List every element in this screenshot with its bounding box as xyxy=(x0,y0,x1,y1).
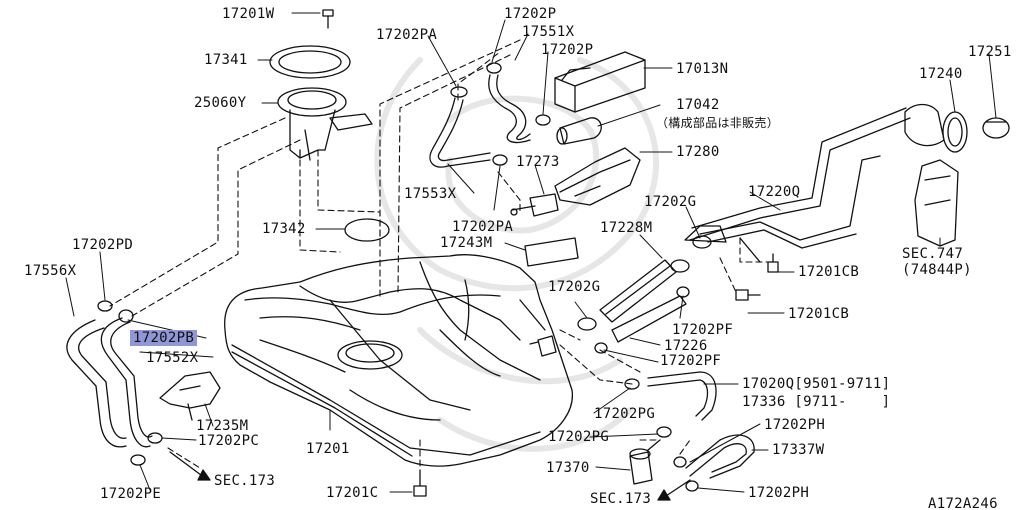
label-17202G-mid[interactable]: 17202G xyxy=(548,279,601,295)
label-17553X[interactable]: 17553X xyxy=(404,186,457,202)
label-sec173-right[interactable]: SEC.173 xyxy=(590,491,652,507)
label-17202PD[interactable]: 17202PD xyxy=(72,237,134,253)
fuel-cap-17251 xyxy=(982,117,1010,139)
bracket-17235M xyxy=(159,371,221,421)
clamp-17202PC xyxy=(147,432,163,444)
clamp-17202P-b xyxy=(535,114,551,126)
filler-neck-17240 xyxy=(904,103,968,153)
fuel-tank-17201 xyxy=(224,254,574,467)
label-plate-17243M xyxy=(524,237,579,267)
dashed-connections xyxy=(109,39,769,471)
figure-id: A172A246 xyxy=(928,496,998,510)
tube-17020Q xyxy=(647,371,717,421)
label-17202G-top[interactable]: 17202G xyxy=(644,194,697,210)
label-17240[interactable]: 17240 xyxy=(919,66,963,82)
label-sec747-sub: (74844P) xyxy=(902,262,972,278)
bolt-17201CB-a xyxy=(767,253,779,273)
label-17280[interactable]: 17280 xyxy=(676,144,720,160)
label-17370[interactable]: 17370 xyxy=(546,460,590,476)
fuel-filter-17370 xyxy=(629,439,661,485)
label-sec747[interactable]: SEC.747 xyxy=(902,246,964,262)
clamp-17202G-mid xyxy=(577,317,597,331)
label-17341[interactable]: 17341 xyxy=(204,52,248,68)
hose-17552X xyxy=(100,317,153,448)
hose-17553X xyxy=(429,97,491,168)
clamp-17202PH-a xyxy=(673,456,687,468)
canister-17013N xyxy=(554,51,646,113)
label-17243M[interactable]: 17243M xyxy=(440,235,493,251)
watermark-emblem xyxy=(374,57,660,452)
locking-ring-17341 xyxy=(269,45,351,79)
clamp-17202G-top xyxy=(670,235,712,273)
label-17202P-a[interactable]: 17202P xyxy=(504,6,557,22)
label-17201W[interactable]: 17201W xyxy=(222,6,275,22)
fuel-pump-assembly-25060Y xyxy=(277,87,373,161)
valve-17042 xyxy=(556,117,602,145)
label-17202PH-b[interactable]: 17202PH xyxy=(748,485,810,501)
label-17202PB-highlighted[interactable]: 17202PB xyxy=(130,330,198,346)
hose-17551X xyxy=(488,74,531,144)
bolt-17201CB-b xyxy=(735,289,761,301)
sec173-arrow-right xyxy=(657,479,691,501)
label-25060Y[interactable]: 25060Y xyxy=(194,95,247,111)
label-17226[interactable]: 17226 xyxy=(664,338,708,354)
label-17201CB-b[interactable]: 17201CB xyxy=(788,306,850,322)
label-17251[interactable]: 17251 xyxy=(968,44,1012,60)
label-17013N[interactable]: 17013N xyxy=(676,61,729,77)
leader-lines xyxy=(65,12,997,493)
label-17202PA-top[interactable]: 17202PA xyxy=(376,27,438,43)
clamp-17202PA-top xyxy=(450,86,468,98)
clamp-17202PF-b xyxy=(594,342,608,354)
clamp-17202PG-a xyxy=(624,378,640,390)
label-17202PC[interactable]: 17202PC xyxy=(198,433,260,449)
label-17202PE[interactable]: 17202PE xyxy=(100,486,162,502)
bracket-17273 xyxy=(510,193,559,217)
label-17273[interactable]: 17273 xyxy=(516,154,560,170)
label-17551X[interactable]: 17551X xyxy=(522,24,575,40)
label-17202PF-b[interactable]: 17202PF xyxy=(660,353,722,369)
label-17202PH-a[interactable]: 17202PH xyxy=(764,417,826,433)
gasket-17342 xyxy=(344,218,390,242)
bracket-17280 xyxy=(554,147,641,206)
hose-17337W xyxy=(685,434,755,479)
clamp-17202PG-b xyxy=(656,426,672,438)
bolt-17201C xyxy=(413,469,427,497)
label-17556X[interactable]: 17556X xyxy=(24,263,77,279)
label-17342[interactable]: 17342 xyxy=(262,221,306,237)
label-17337W[interactable]: 17337W xyxy=(772,442,825,458)
label-sec173-left[interactable]: SEC.173 xyxy=(214,473,276,489)
label-17202P-b[interactable]: 17202P xyxy=(541,42,594,58)
label-17202PG-b[interactable]: 17202PG xyxy=(548,429,610,445)
label-17201C[interactable]: 17201C xyxy=(326,485,379,501)
tank-filler-neck-port xyxy=(529,335,557,357)
filler-tube-17220Q xyxy=(684,107,911,263)
label-17020Q[interactable]: 17020Q[9501-9711] xyxy=(742,376,891,392)
sec173-arrow-left xyxy=(169,451,211,481)
bolt-17201W xyxy=(322,9,334,29)
clamp-17202PA-mid xyxy=(492,154,508,166)
label-17202PG-a[interactable]: 17202PG xyxy=(594,406,656,422)
hose-17228M xyxy=(599,259,677,323)
clamp-17202PH-b xyxy=(685,480,699,492)
label-17202PF-a[interactable]: 17202PF xyxy=(672,322,734,338)
hose-17226 xyxy=(611,295,687,343)
label-17042-note: （構成部品は非販売） xyxy=(656,116,780,130)
label-17201CB-a[interactable]: 17201CB xyxy=(798,264,860,280)
bracket-sec747 xyxy=(914,159,959,247)
label-17202PA-mid[interactable]: 17202PA xyxy=(452,219,514,235)
hose-17556X xyxy=(66,319,127,448)
label-17220Q[interactable]: 17220Q xyxy=(748,184,801,200)
label-17235M[interactable]: 17235M xyxy=(196,418,249,434)
label-17228M[interactable]: 17228M xyxy=(600,220,653,236)
label-17552X[interactable]: 17552X xyxy=(146,350,199,366)
clamp-17202PD xyxy=(97,300,113,312)
clamp-17202PE xyxy=(130,454,146,466)
label-17042[interactable]: 17042 xyxy=(676,97,720,113)
label-17336[interactable]: 17336 [9711- ] xyxy=(742,394,891,410)
label-17201[interactable]: 17201 xyxy=(306,441,350,457)
clamp-17202P-a xyxy=(486,62,502,74)
